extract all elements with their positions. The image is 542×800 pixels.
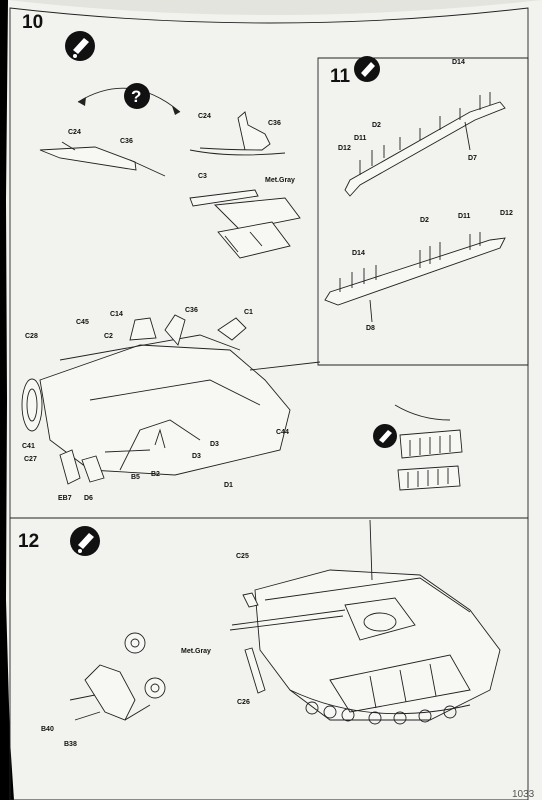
label-d12: D12 bbox=[500, 210, 513, 217]
label-d14: D14 bbox=[452, 59, 465, 66]
label-d8: D8 bbox=[366, 325, 375, 332]
label-d3: D3 bbox=[210, 441, 219, 448]
glue-icon bbox=[70, 526, 100, 556]
step12-suspension-assembly bbox=[69, 632, 166, 721]
label-c2: C2 bbox=[104, 333, 113, 340]
label-b38: B38 bbox=[64, 741, 77, 748]
step11-labels: D14 D12 D11 D2 D7 D2 D11 D12 D14 D8 bbox=[338, 59, 513, 332]
label-c36: C36 bbox=[268, 120, 281, 127]
label-b2: B2 bbox=[151, 471, 160, 478]
step11-fender-top bbox=[344, 92, 506, 197]
label-d1: D1 bbox=[224, 482, 233, 489]
label-c24: C24 bbox=[198, 113, 211, 120]
label-c26: C26 bbox=[237, 699, 250, 706]
label-c27: C27 bbox=[24, 456, 37, 463]
step-number-10: 10 bbox=[22, 12, 43, 33]
label-met-gray: Met.Gray bbox=[181, 648, 211, 655]
glue-icon bbox=[65, 31, 95, 61]
label-d7: D7 bbox=[468, 155, 477, 162]
label-d12: D12 bbox=[338, 145, 351, 152]
label-d2: D2 bbox=[372, 122, 381, 129]
label-b40: B40 bbox=[41, 726, 54, 733]
step10-hatch-assembly-left bbox=[39, 141, 166, 177]
step10-machine-gun bbox=[189, 189, 301, 259]
svg-text:?: ? bbox=[131, 87, 141, 106]
label-met-gray: Met.Gray bbox=[265, 177, 295, 184]
label-c24: C24 bbox=[68, 129, 81, 136]
label-eb7: EB7 bbox=[58, 495, 72, 502]
label-d3: D3 bbox=[192, 453, 201, 460]
page-number: 1033 bbox=[512, 789, 535, 800]
step-number-11: 11 bbox=[330, 66, 351, 87]
label-c25: C25 bbox=[236, 553, 249, 560]
label-d11: D11 bbox=[458, 213, 471, 220]
step12-frame bbox=[9, 517, 529, 800]
hand-glue-icon bbox=[373, 424, 397, 448]
step10-hull-assembly bbox=[21, 314, 321, 485]
step12-labels: C25 Met.Gray C26 B40 B38 bbox=[41, 553, 250, 748]
label-c36: C36 bbox=[185, 307, 198, 314]
label-d14: D14 bbox=[352, 250, 365, 257]
step10-track-links bbox=[394, 404, 463, 491]
label-c3: C3 bbox=[198, 173, 207, 180]
step10-hatch-assembly-right bbox=[189, 111, 286, 156]
question-mark-icon: ? bbox=[77, 83, 181, 115]
glue-icon bbox=[354, 56, 380, 82]
label-c44: C44 bbox=[276, 429, 289, 436]
label-b5: B5 bbox=[131, 474, 140, 481]
label-c28: C28 bbox=[25, 333, 38, 340]
label-d11: D11 bbox=[354, 135, 367, 142]
label-d6: D6 bbox=[84, 495, 93, 502]
label-c45: C45 bbox=[76, 319, 89, 326]
label-c14: C14 bbox=[110, 311, 123, 318]
step11-fender-bottom bbox=[324, 232, 506, 323]
label-c1: C1 bbox=[244, 309, 253, 316]
step12-tank-assembly bbox=[229, 519, 501, 725]
label-d2: D2 bbox=[420, 217, 429, 224]
step11-frame bbox=[317, 57, 529, 366]
label-c41: C41 bbox=[22, 443, 35, 450]
outer-frame bbox=[9, 7, 529, 519]
step-number-12: 12 bbox=[18, 531, 39, 552]
label-c36: C36 bbox=[120, 138, 133, 145]
step10-labels: C24 C36 C24 C36 C3 Met.Gray C14 C36 C1 C… bbox=[22, 113, 295, 502]
page-shadow-top bbox=[8, 0, 542, 15]
